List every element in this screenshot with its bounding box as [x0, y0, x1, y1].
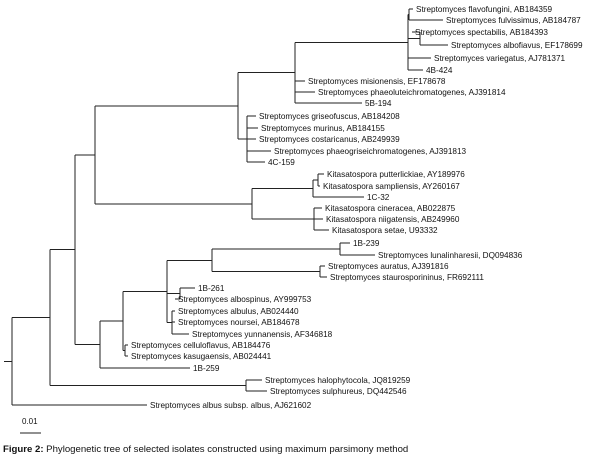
leaf-label: Kitasatospora sampliensis, AY260167 — [323, 182, 460, 191]
leaf-label: Streptomyces halophytocola, JQ819259 — [265, 376, 411, 385]
phylogenetic-tree: Streptomyces flavofungini, AB184359Strep… — [4, 5, 583, 434]
leaf-label: Streptomyces lunalinharesii, DQ094836 — [378, 251, 523, 260]
leaf-label: Streptomyces albus subsp. albus, AJ62160… — [150, 401, 312, 410]
leaf-label: Streptomyces albofiavus, EF178699 — [451, 41, 583, 50]
scale-bar-label: 0.01 — [22, 417, 38, 426]
leaf-label: 5B-194 — [365, 99, 392, 108]
leaf-label: Streptomyces spectabilis, AB184393 — [415, 28, 548, 37]
leaf-label: 1B-261 — [198, 284, 225, 293]
leaf-label: Streptomyces sulphureus, DQ442546 — [270, 387, 407, 396]
leaf-label: Streptomyces auratus, AJ391816 — [328, 262, 449, 271]
leaf-label: 4B-424 — [426, 66, 453, 75]
leaf-label: Streptomyces variegatus, AJ781371 — [434, 54, 566, 63]
figure-caption: Figure 2: Phylogenetic tree of selected … — [3, 444, 408, 455]
leaf-label: Kitasatospora putterlickiae, AY189976 — [327, 170, 465, 179]
leaf-label: Streptomyces misionensis, EF178678 — [308, 77, 446, 86]
leaf-label: 4C-159 — [268, 158, 295, 167]
leaf-label: Kitasatospora niigatensis, AB249960 — [326, 215, 460, 224]
leaf-label: Streptomyces fulvissimus, AB184787 — [446, 16, 581, 25]
leaf-label: Streptomyces griseofuscus, AB184208 — [259, 112, 400, 121]
caption-text: Phylogenetic tree of selected isolates c… — [43, 444, 409, 455]
leaf-label: Streptomyces phaeoluteichromatogenes, AJ… — [318, 88, 506, 97]
leaf-label: Streptomyces kasugaensis, AB024441 — [131, 352, 272, 361]
leaf-label: Streptomyces staurosporininus, FR692111 — [330, 273, 484, 282]
leaf-label: Streptomyces albulus, AB024440 — [178, 307, 299, 316]
leaf-label: 1C-32 — [367, 193, 390, 202]
leaf-label: 1B-259 — [193, 364, 220, 373]
leaf-label: Streptomyces phaeogriseichromatogenes, A… — [274, 147, 467, 156]
leaf-label: 1B-239 — [353, 239, 380, 248]
leaf-label: Kitasatospora cineracea, AB022875 — [325, 204, 456, 213]
leaf-label: Streptomyces noursei, AB184678 — [178, 318, 300, 327]
caption-label: Figure 2: — [3, 444, 44, 455]
leaf-label: Streptomyces flavofungini, AB184359 — [416, 5, 553, 14]
leaf-label: Kitasatospora setae, U93332 — [332, 226, 438, 235]
leaf-label: Streptomyces murinus, AB184155 — [261, 124, 385, 133]
leaf-label: Streptomyces costaricanus, AB249939 — [259, 135, 400, 144]
leaf-label: Streptomyces albospinus, AY999753 — [178, 295, 312, 304]
leaf-label: Streptomyces celluloflavus, AB184476 — [131, 341, 271, 350]
leaf-label: Streptomyces yunnanensis, AF346818 — [192, 330, 333, 339]
